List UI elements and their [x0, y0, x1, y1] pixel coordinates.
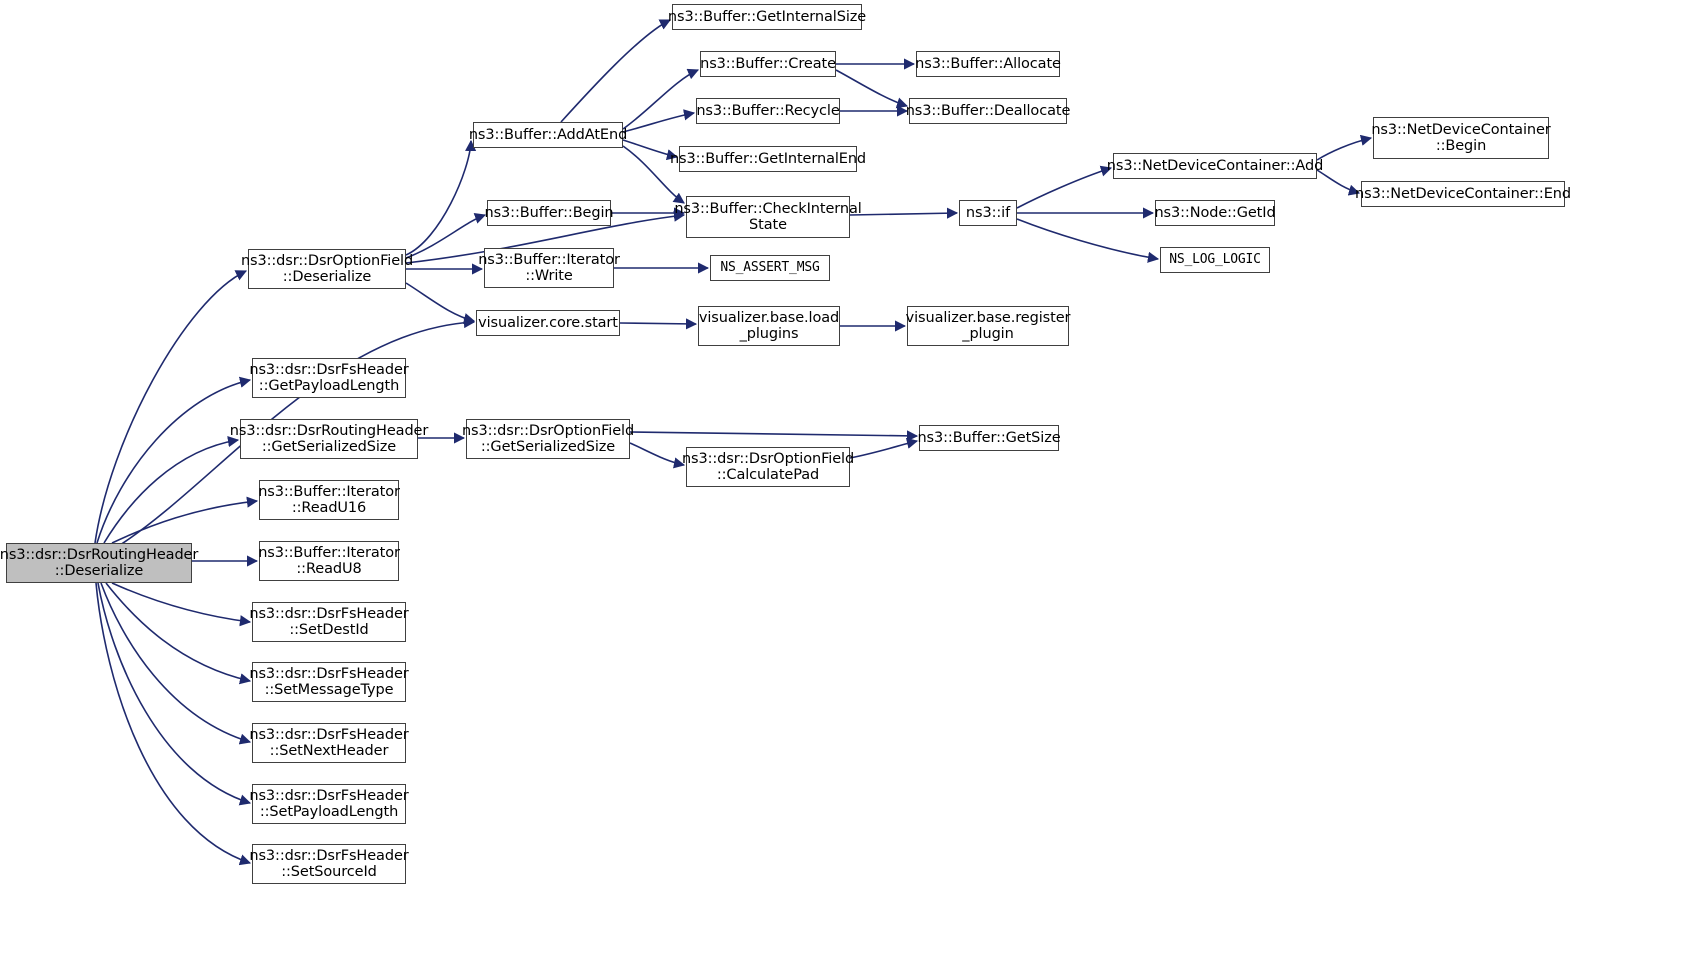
- graph-node-optfield_calcpad[interactable]: ns3::dsr::DsrOptionField ::CalculatePad: [682, 447, 854, 487]
- graph-node-fs_setdestid[interactable]: ns3::dsr::DsrFsHeader ::SetDestId: [249, 602, 409, 642]
- call-edge: [1316, 169, 1361, 196]
- call-edge: [94, 270, 248, 544]
- graph-node-root[interactable]: ns3::dsr::DsrRoutingHeader ::Deserialize: [0, 543, 198, 583]
- call-edge: [849, 437, 919, 459]
- call-edge: [100, 582, 252, 745]
- graph-node-vis_register[interactable]: visualizer.base.register _plugin: [906, 306, 1070, 346]
- call-edge: [96, 376, 252, 544]
- graph-node-ns3_if[interactable]: ns3::if: [959, 200, 1017, 226]
- graph-node-buf_create[interactable]: ns3::Buffer::Create: [700, 51, 836, 77]
- graph-node-fs_setmsgtype[interactable]: ns3::dsr::DsrFsHeader ::SetMessageType: [249, 662, 409, 702]
- graph-node-optfield_deser[interactable]: ns3::dsr::DsrOptionField ::Deserialize: [241, 249, 413, 289]
- graph-node-buf_getinternalsz[interactable]: ns3::Buffer::GetInternalSize: [668, 4, 866, 30]
- graph-node-iter_write[interactable]: ns3::Buffer::Iterator ::Write: [478, 248, 620, 288]
- graph-node-ns_assert_msg[interactable]: NS_ASSERT_MSG: [710, 255, 830, 281]
- call-edge: [619, 318, 698, 330]
- graph-node-ndc_end[interactable]: ns3::NetDeviceContainer::End: [1355, 181, 1571, 207]
- graph-node-optfield_getsize[interactable]: ns3::dsr::DsrOptionField ::GetSerialized…: [462, 419, 634, 459]
- call-edge: [622, 145, 685, 204]
- graph-node-iter_readu16[interactable]: ns3::Buffer::Iterator ::ReadU16: [258, 480, 400, 520]
- graph-node-vis_core_start[interactable]: visualizer.core.start: [476, 310, 620, 336]
- call-edge: [405, 210, 686, 264]
- graph-node-node_getid[interactable]: ns3::Node::GetId: [1154, 200, 1276, 226]
- call-edge: [560, 19, 672, 123]
- call-edge: [1016, 218, 1160, 263]
- call-edge: [629, 442, 686, 469]
- call-edge: [111, 582, 252, 627]
- call-edge: [622, 109, 696, 133]
- call-edge: [95, 582, 252, 866]
- graph-node-fs_setnextheader[interactable]: ns3::dsr::DsrFsHeader ::SetNextHeader: [249, 723, 409, 763]
- call-edge: [1316, 134, 1373, 161]
- graph-node-vis_load_plugins[interactable]: visualizer.base.load _plugins: [698, 306, 840, 346]
- call-edge: [622, 68, 700, 130]
- graph-node-ndc_add[interactable]: ns3::NetDeviceContainer::Add: [1107, 153, 1323, 179]
- graph-node-fs_setpayloadlen[interactable]: ns3::dsr::DsrFsHeader ::SetPayloadLength: [249, 784, 409, 824]
- graph-node-fs_getpayloadlen[interactable]: ns3::dsr::DsrFsHeader ::GetPayloadLength: [249, 358, 409, 398]
- call-edge: [835, 69, 909, 109]
- call-edge: [629, 430, 919, 442]
- call-edge: [405, 282, 476, 324]
- graph-node-buf_deallocate[interactable]: ns3::Buffer::Deallocate: [906, 98, 1070, 124]
- call-edge: [97, 582, 252, 806]
- graph-node-buf_getinternalend[interactable]: ns3::Buffer::GetInternalEnd: [670, 146, 866, 172]
- graph-node-ndc_begin[interactable]: ns3::NetDeviceContainer ::Begin: [1371, 117, 1551, 159]
- call-edge: [1016, 165, 1113, 209]
- graph-node-buf_recycle[interactable]: ns3::Buffer::Recycle: [696, 98, 840, 124]
- call-edge: [405, 139, 477, 256]
- graph-node-buf_allocate[interactable]: ns3::Buffer::Allocate: [915, 51, 1061, 77]
- graph-node-buf_begin[interactable]: ns3::Buffer::Begin: [485, 200, 614, 226]
- call-edge: [405, 213, 487, 259]
- graph-node-ns_log_logic[interactable]: NS_LOG_LOGIC: [1160, 247, 1270, 273]
- call-edge: [103, 436, 240, 544]
- graph-node-buf_checkinternal[interactable]: ns3::Buffer::CheckInternal State: [674, 196, 862, 238]
- graph-node-buf_addatend[interactable]: ns3::Buffer::AddAtEnd: [469, 122, 627, 148]
- graph-node-rh_getserialized[interactable]: ns3::dsr::DsrRoutingHeader ::GetSerializ…: [230, 419, 428, 459]
- graph-node-iter_readu8[interactable]: ns3::Buffer::Iterator ::ReadU8: [258, 541, 400, 581]
- graph-node-buf_getsize[interactable]: ns3::Buffer::GetSize: [917, 425, 1061, 451]
- call-edge: [622, 139, 679, 161]
- call-edge: [849, 207, 959, 219]
- call-edge: [105, 582, 252, 685]
- graph-node-fs_setsourceid[interactable]: ns3::dsr::DsrFsHeader ::SetSourceId: [249, 844, 409, 884]
- call-edge: [111, 496, 259, 544]
- call-edge: [119, 316, 476, 546]
